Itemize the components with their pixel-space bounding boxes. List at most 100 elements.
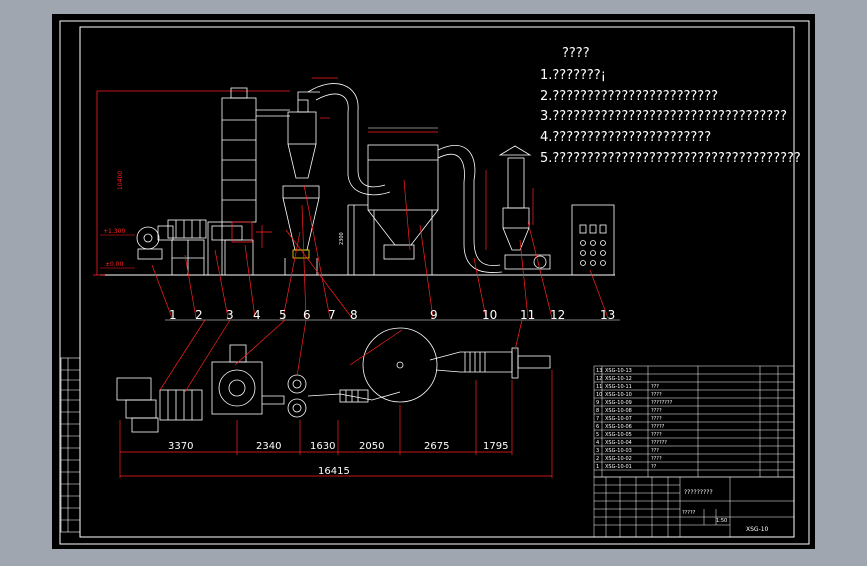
chamber-height-label: 2300 bbox=[339, 232, 345, 245]
balloon-5: 5 bbox=[279, 308, 287, 322]
parts-list-table bbox=[593, 365, 795, 478]
balloon-10: 10 bbox=[482, 308, 497, 322]
parts-cell: 8 bbox=[596, 408, 599, 414]
overall-height-label: 10400 bbox=[117, 171, 124, 190]
balloon-2: 2 bbox=[195, 308, 203, 322]
parts-cell: ???? bbox=[651, 416, 662, 422]
balloon-13: 13 bbox=[600, 308, 615, 322]
parts-cell: 11 bbox=[596, 384, 602, 390]
balloon-numbers: 1 2 3 4 5 6 7 8 9 10 11 12 13 bbox=[169, 308, 615, 322]
plan-dimension-values: 3370 2340 1630 2050 2675 1795 16415 bbox=[168, 441, 508, 477]
note-3: 3.?????????????????????????????????? bbox=[540, 109, 787, 124]
parts-cell: XSG-10-12 bbox=[605, 376, 632, 382]
parts-cell: XSG-10-05 bbox=[605, 432, 632, 438]
duct-upper-loop bbox=[307, 83, 391, 196]
balloon-12: 12 bbox=[550, 308, 565, 322]
title-block bbox=[593, 476, 795, 538]
balloon-9: 9 bbox=[430, 308, 438, 322]
scale-value: 1:50 bbox=[716, 518, 727, 524]
parts-cell: 3 bbox=[596, 448, 599, 454]
drying-tower bbox=[221, 87, 290, 243]
elevation-lower-label: ±0.00 bbox=[105, 261, 124, 268]
exhaust-stack bbox=[498, 145, 551, 270]
parts-cell: 9 bbox=[596, 400, 599, 406]
parts-cell: XSG-10-06 bbox=[605, 424, 632, 430]
parts-cell: ???? bbox=[651, 408, 662, 414]
feeder-unit bbox=[207, 221, 254, 276]
left-revision-strip bbox=[60, 357, 81, 533]
plan-dimension-lines bbox=[119, 370, 553, 478]
control-cabinet bbox=[571, 204, 615, 276]
parts-cell: ????? bbox=[651, 424, 665, 430]
parts-cell: XSG-10-09 bbox=[605, 400, 632, 406]
balloon-8: 8 bbox=[350, 308, 358, 322]
technical-notes: ???? 1.???????¡ 2.??????????????????????… bbox=[540, 46, 801, 166]
overall-height-dimension bbox=[93, 90, 290, 276]
balloon-6: 6 bbox=[303, 308, 311, 322]
parts-cell: ???? bbox=[651, 432, 662, 438]
outer-frame bbox=[59, 20, 810, 545]
elevation-dimension-marks bbox=[261, 77, 534, 251]
parts-cell: XSG-10-03 bbox=[605, 448, 632, 454]
parts-cell: 13 bbox=[596, 368, 602, 374]
balloon-1: 1 bbox=[169, 308, 177, 322]
parts-cell: 4 bbox=[596, 440, 599, 446]
parts-cell: 2 bbox=[596, 456, 599, 462]
balloon-11: 11 bbox=[520, 308, 535, 322]
plan-view bbox=[116, 327, 551, 433]
scale-label: ????? bbox=[682, 510, 696, 516]
cyclone-separator bbox=[287, 91, 320, 179]
parts-cell: 6 bbox=[596, 424, 599, 430]
drawing-title: ????????? bbox=[684, 489, 713, 496]
plan-leader-lines bbox=[159, 319, 523, 393]
elevation-upper-label: +1.300 bbox=[103, 228, 125, 235]
leader-lines bbox=[151, 184, 609, 319]
note-2: 2.???????????????????????? bbox=[540, 89, 718, 104]
note-1: 1.???????¡ bbox=[540, 68, 606, 83]
parts-cell: ?????? bbox=[651, 440, 667, 446]
parts-cell: XSG-10-10 bbox=[605, 392, 632, 398]
dim-segment-5: 2675 bbox=[424, 441, 449, 452]
parts-cell: XSG-10-07 bbox=[605, 416, 632, 422]
dim-segment-4: 2050 bbox=[359, 441, 384, 452]
dim-total: 16415 bbox=[318, 466, 350, 477]
parts-cell: ???? bbox=[651, 392, 662, 398]
parts-cell: 7 bbox=[596, 416, 599, 422]
parts-cell: ??? bbox=[651, 448, 659, 454]
parts-cell: XSG-10-08 bbox=[605, 408, 632, 414]
parts-cell: XSG-10-13 bbox=[605, 368, 632, 374]
dim-segment-1: 3370 bbox=[168, 441, 193, 452]
parts-cell: XSG-10-04 bbox=[605, 440, 632, 446]
parts-cell: 12 bbox=[596, 376, 602, 382]
parts-cell: 10 bbox=[596, 392, 602, 398]
duct-down-loop bbox=[437, 145, 503, 273]
note-5: 5.???????????????????????????????????? bbox=[540, 151, 801, 166]
dim-segment-2: 2340 bbox=[256, 441, 281, 452]
note-4: 4.??????????????????????? bbox=[540, 130, 711, 145]
blower-assembly bbox=[136, 225, 174, 260]
parts-cell: 5 bbox=[596, 432, 599, 438]
inner-frame bbox=[79, 26, 795, 538]
air-heater bbox=[167, 219, 207, 276]
parts-cell: XSG-10-02 bbox=[605, 456, 632, 462]
parts-cell: 1 bbox=[596, 464, 599, 470]
drawing-sheet bbox=[52, 14, 815, 549]
parts-cell: XSG-10-01 bbox=[605, 464, 632, 470]
settling-chamber bbox=[367, 144, 439, 275]
parts-cell: ?? bbox=[651, 464, 657, 470]
balloon-4: 4 bbox=[253, 308, 261, 322]
dim-segment-3: 1630 bbox=[310, 441, 335, 452]
notes-heading: ???? bbox=[562, 46, 590, 61]
drawing-number: XSG-10 bbox=[746, 526, 769, 533]
balloon-3: 3 bbox=[226, 308, 234, 322]
parts-cell: ???? bbox=[651, 456, 662, 462]
balloon-7: 7 bbox=[328, 308, 336, 322]
support-frame bbox=[347, 204, 368, 275]
parts-cell: ??? bbox=[651, 384, 659, 390]
dim-segment-6: 1795 bbox=[483, 441, 508, 452]
parts-cell: ???????? bbox=[651, 400, 673, 406]
parts-cell: XSG-10-11 bbox=[605, 384, 632, 390]
